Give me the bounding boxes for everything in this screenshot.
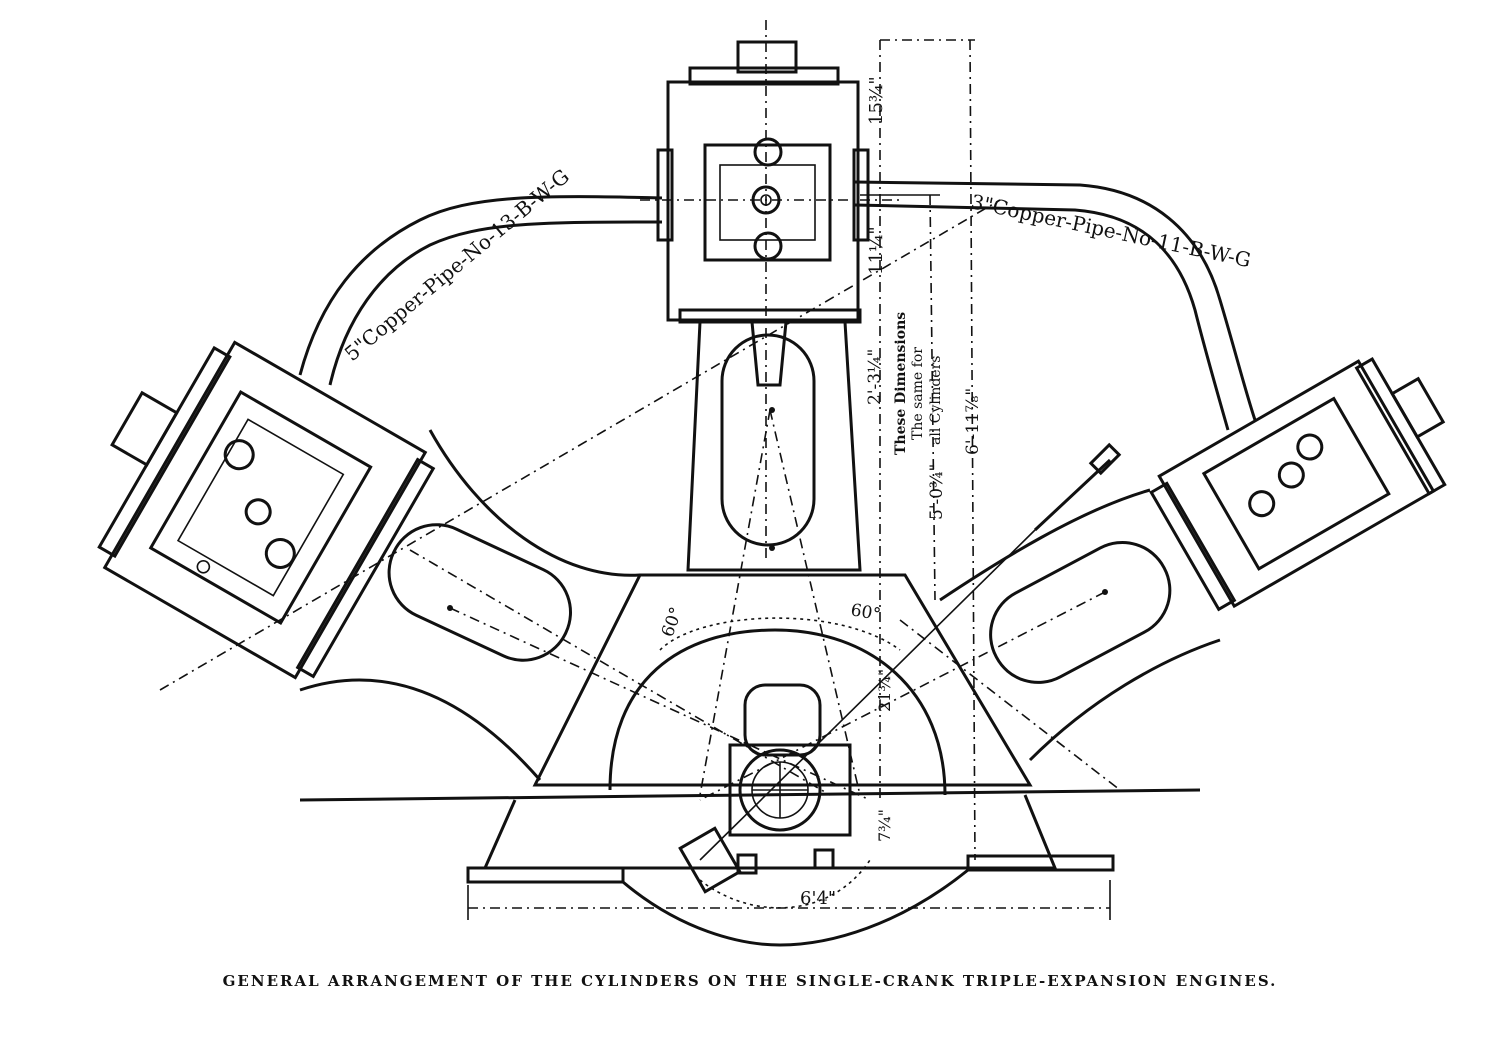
dim-label-5-0: 5'-0¾" <box>927 464 947 520</box>
right-cylinder <box>1149 356 1447 612</box>
dim-label-11-1-4: 11¼" <box>866 226 887 275</box>
pipe-label-right: 3"Copper-Pipe-No-11-B-W-G <box>969 189 1253 272</box>
left-frame <box>299 429 641 781</box>
dim-label-6-4: 6'4" <box>800 888 836 909</box>
dimension-lines <box>467 39 1111 920</box>
dim-label-7-3-4: 7¾" <box>875 809 894 842</box>
angle-label-right: 60° <box>849 600 882 625</box>
pipe-label-left: 5"Copper-Pipe-No-13-B-W-G <box>340 164 574 366</box>
left-cylinder <box>97 340 436 680</box>
dim-label-6-11: 6'-11⅞" <box>963 388 983 455</box>
dim-note-line-2: The same for <box>910 347 926 440</box>
copper-pipes <box>298 180 1257 431</box>
top-cylinder <box>640 20 900 560</box>
center-column <box>686 321 862 572</box>
dim-label-21-3-4: 21¾" <box>875 669 894 712</box>
dim-note-line-3: all Cylinders <box>928 356 944 445</box>
center-lines <box>159 199 1121 861</box>
dim-note-line-1: These Dimensions <box>893 312 909 455</box>
dim-label-15-3-4: 15¾" <box>866 76 887 125</box>
dim-label-2-3: 2'-3¼" <box>865 349 885 405</box>
right-frame <box>939 442 1221 762</box>
figure-caption: GENERAL ARRANGEMENT OF THE CYLINDERS ON … <box>222 972 1278 990</box>
crank-housing <box>299 573 1201 947</box>
angle-label-left: 60° <box>658 605 687 640</box>
